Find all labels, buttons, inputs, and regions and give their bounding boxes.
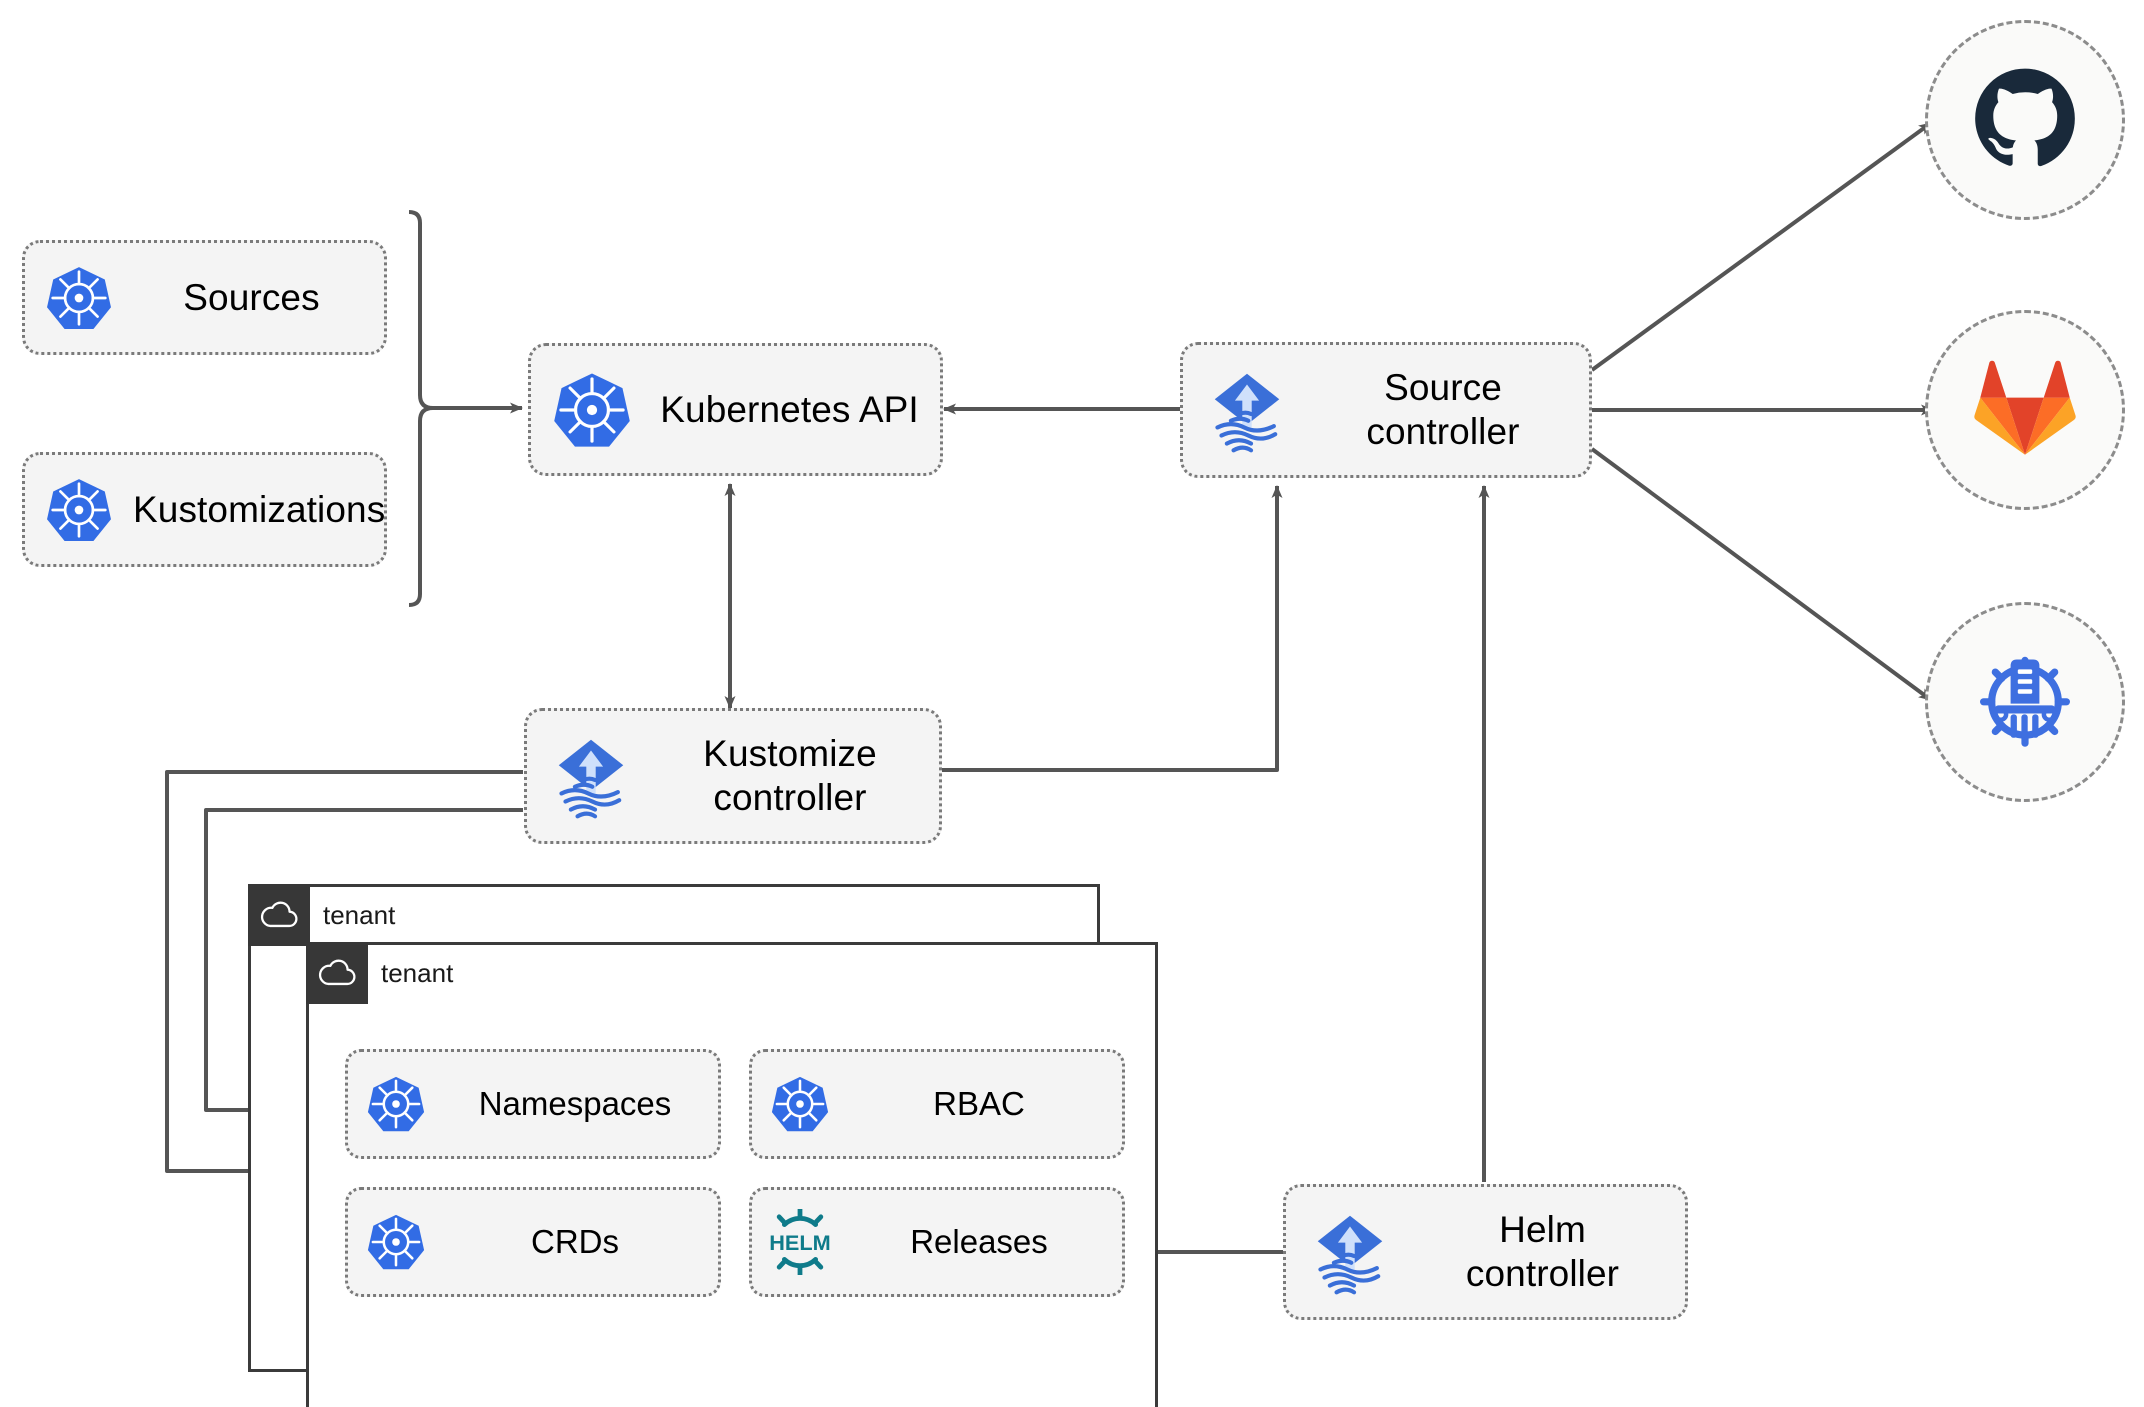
cloud-icon	[306, 942, 368, 1004]
node-kustomizations[interactable]: Kustomizations	[22, 452, 387, 567]
tenant-title: tenant	[381, 957, 454, 988]
kubernetes-icon	[25, 477, 133, 543]
node-label-line2: controller	[1366, 411, 1520, 452]
flux-icon	[1286, 1209, 1414, 1295]
kubernetes-icon	[348, 1075, 444, 1133]
cloud-icon	[248, 884, 310, 946]
kubernetes-icon	[348, 1213, 444, 1271]
node-sources[interactable]: Sources	[22, 240, 387, 355]
node-label: Helm controller	[1414, 1208, 1685, 1295]
helm-icon: HELM	[752, 1209, 848, 1275]
node-label-line1: Kustomize	[703, 733, 877, 775]
resource-label: CRDs	[531, 1223, 619, 1260]
node-label: Kustomize controller	[655, 732, 939, 819]
node-label-line1: Source	[1384, 367, 1502, 409]
github-icon	[1973, 66, 2077, 175]
flux-icon	[527, 733, 655, 819]
node-label-line2: controller	[713, 777, 867, 818]
provider-gitlab[interactable]	[1925, 310, 2125, 510]
helm-wordmark: HELM	[769, 1230, 831, 1255]
provider-helm-repository[interactable]	[1925, 602, 2125, 802]
flux-icon	[1183, 367, 1311, 453]
node-helm-controller[interactable]: Helm controller	[1283, 1184, 1688, 1320]
node-label: Sources	[183, 276, 320, 318]
node-label-line2: controller	[1465, 1253, 1620, 1294]
resource-namespaces[interactable]: Namespaces	[345, 1049, 721, 1159]
node-label: Kustomizations	[133, 488, 386, 530]
node-source-controller[interactable]: Source controller	[1180, 342, 1592, 478]
node-kustomize-controller[interactable]: Kustomize controller	[524, 708, 942, 844]
helm-repository-icon	[1971, 646, 2079, 759]
gitlab-icon	[1973, 356, 2077, 465]
resource-releases[interactable]: HELM Releases	[749, 1187, 1125, 1297]
resource-crds[interactable]: CRDs	[345, 1187, 721, 1297]
tenant-title: tenant	[323, 899, 396, 930]
resource-rbac[interactable]: RBAC	[749, 1049, 1125, 1159]
resource-label: RBAC	[933, 1085, 1025, 1122]
tenant-resource-grid: Namespaces	[345, 1049, 1125, 1297]
kubernetes-icon	[752, 1075, 848, 1133]
resource-label: Releases	[910, 1223, 1048, 1260]
kubernetes-icon	[531, 371, 653, 449]
provider-github[interactable]	[1925, 20, 2125, 220]
node-kubernetes-api[interactable]: Kubernetes API	[528, 343, 943, 476]
resource-label: Namespaces	[478, 1085, 672, 1122]
kubernetes-icon	[25, 265, 133, 331]
node-label: Source controller	[1311, 366, 1589, 453]
node-label-line1: Helm	[1499, 1209, 1586, 1251]
tenant-inner[interactable]: tenant Name	[306, 942, 1158, 1407]
node-label: Kubernetes API	[660, 388, 919, 430]
